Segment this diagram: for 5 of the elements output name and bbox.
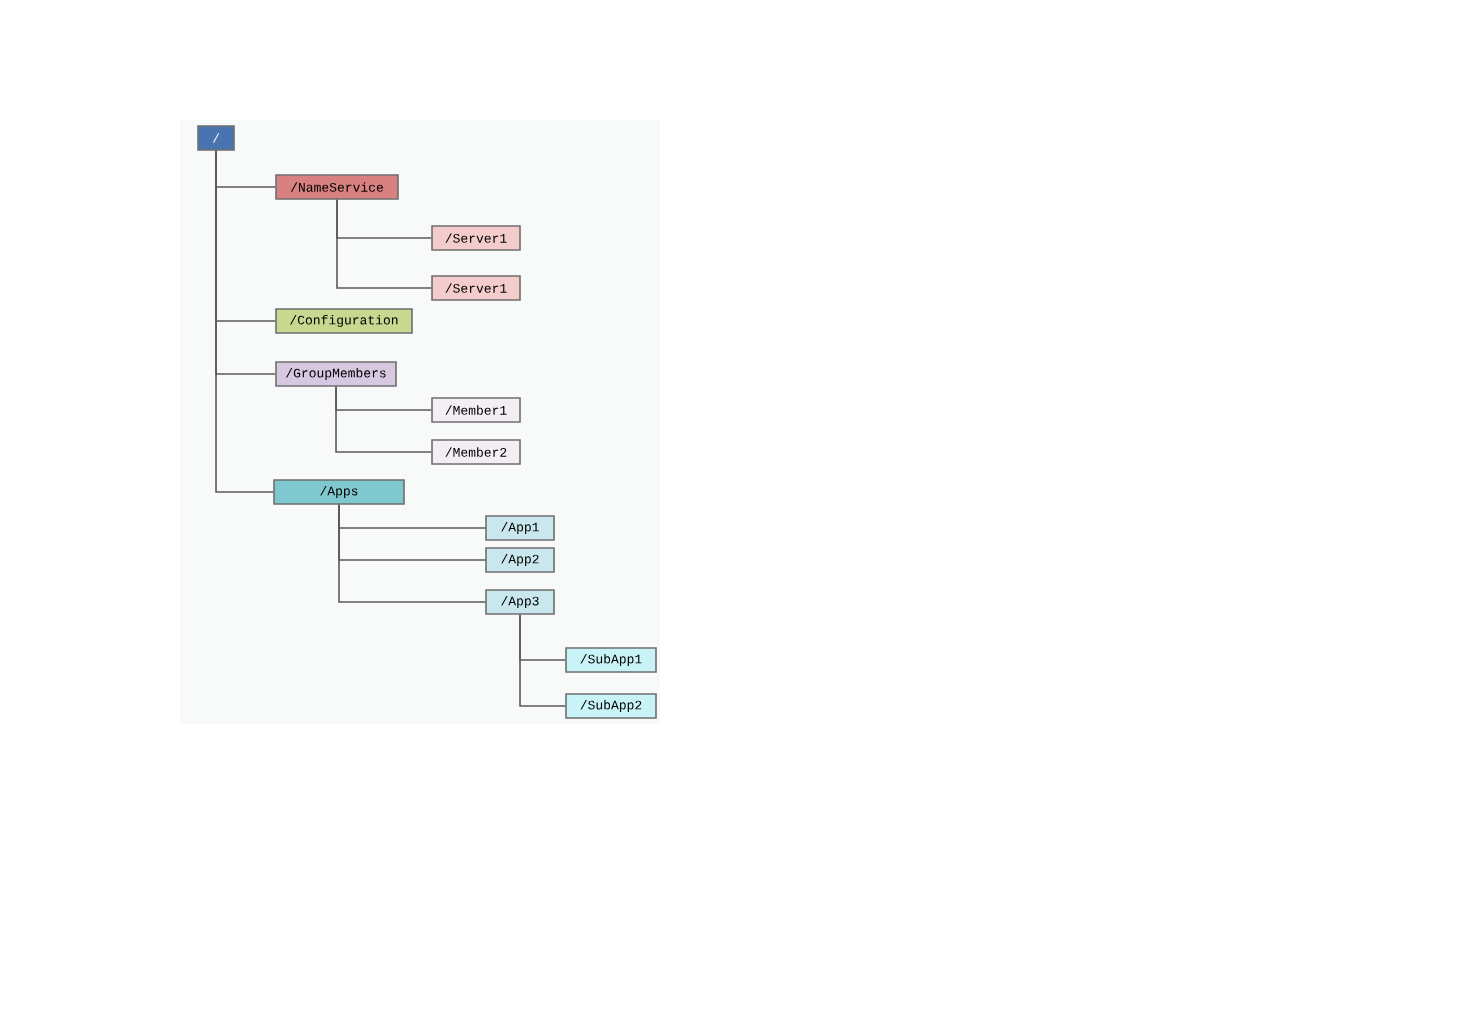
tree-connector [215,150,274,493]
tree-connector [336,199,432,289]
tree-connector [519,614,566,707]
tree-connector [335,386,432,453]
tree-connector [338,504,486,603]
